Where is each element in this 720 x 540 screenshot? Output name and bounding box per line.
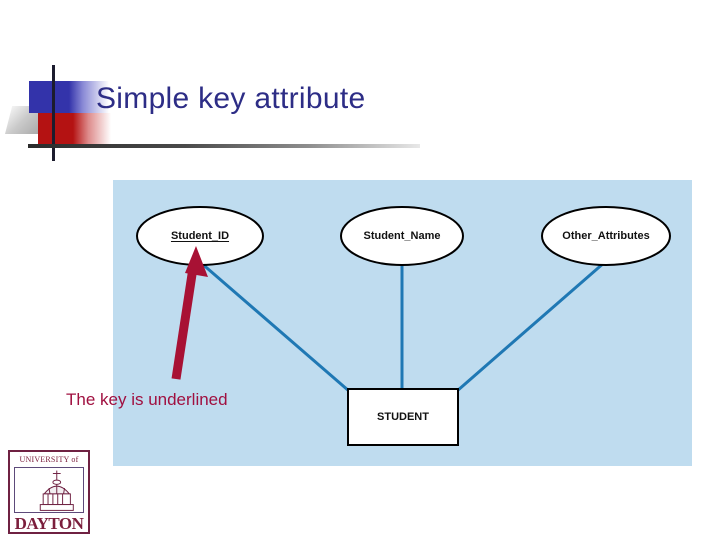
decor-horizontal-rule <box>28 144 420 148</box>
logo-bottom-text: DAYTON <box>14 514 84 533</box>
connector-other-attributes <box>456 260 606 393</box>
decor-blue-fade <box>69 81 109 113</box>
university-of-dayton-logo: UNIVERSITY of <box>8 450 90 534</box>
chapel-dome-icon <box>39 470 74 511</box>
decor-blue-square <box>29 81 69 113</box>
attribute-label-student-name: Student_Name <box>363 230 441 242</box>
entity-label-student: STUDENT <box>377 411 429 423</box>
attribute-ellipse-other-attributes <box>541 206 671 266</box>
decor-red-fade <box>73 113 111 148</box>
annotation-arrow-icon <box>171 246 208 380</box>
attribute-label-other-attributes: Other_Attributes <box>562 230 650 242</box>
page-title: Simple key attribute <box>96 82 366 115</box>
decor-red-square <box>38 113 73 148</box>
connector-student-id <box>199 260 350 393</box>
logo-emblem-frame <box>14 467 84 513</box>
entity-student-box <box>347 388 459 446</box>
attribute-label-student-id: Student_ID <box>170 230 230 242</box>
decor-vertical-line <box>52 65 55 161</box>
attribute-ellipse-student-name <box>340 206 464 266</box>
caption-text: The key is underlined <box>66 390 228 409</box>
connector-lines <box>199 260 606 393</box>
logo-top-text: UNIVERSITY of <box>19 455 79 464</box>
slide-decoration <box>0 60 440 170</box>
